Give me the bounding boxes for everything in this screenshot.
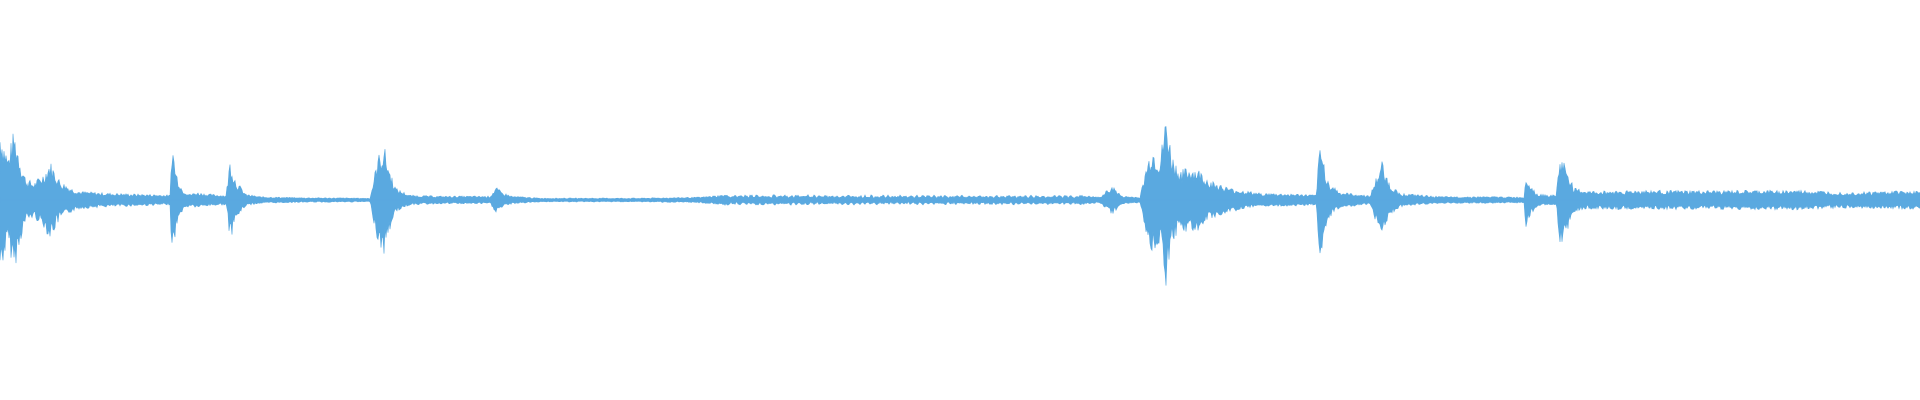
- waveform-path: [0, 126, 1920, 286]
